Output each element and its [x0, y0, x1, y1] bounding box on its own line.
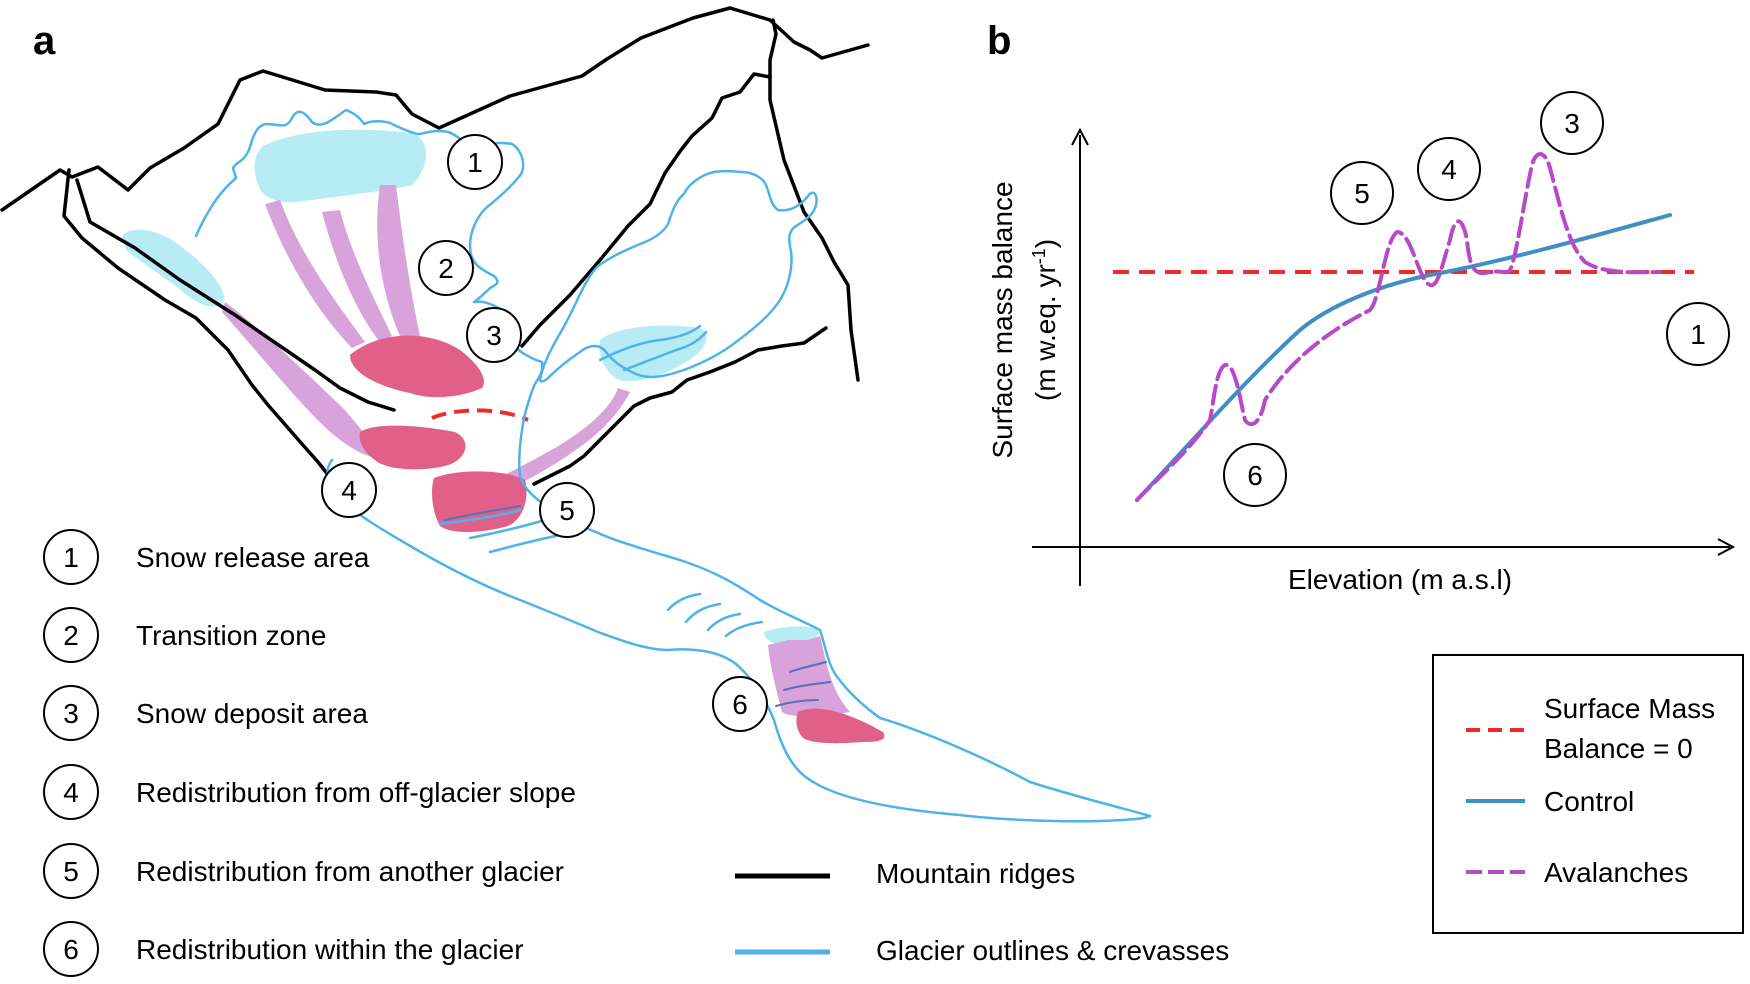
- legend-item-2-label: Transition zone: [136, 620, 326, 651]
- legend-item-2-num: 2: [63, 620, 79, 651]
- legend-ridges-label: Mountain ridges: [876, 858, 1075, 889]
- transition-zone-left: [222, 302, 380, 458]
- legend-item-6: 6 Redistribution within the glacier: [43, 921, 524, 977]
- legend-avalanches-label: Avalanches: [1544, 857, 1688, 888]
- x-axis-label: Elevation (m a.s.l): [1288, 564, 1512, 595]
- marker-b-4: 4: [1417, 137, 1481, 201]
- transition-zone-right: [495, 388, 630, 490]
- axes: [1032, 127, 1736, 586]
- avalanches-curve: [1135, 152, 1662, 502]
- marker-a-6: 6: [712, 676, 768, 732]
- legend-box: [1432, 654, 1744, 934]
- legend-item-2: 2 Transition zone: [43, 607, 326, 663]
- legend-item-1-label: Snow release area: [136, 542, 370, 573]
- y-axis-label-exponent: -1: [1029, 248, 1049, 264]
- legend-zero-label-line1: Surface Mass: [1544, 693, 1715, 724]
- glacier-outlines: [194, 108, 1152, 823]
- legend-ridges: Mountain ridges: [735, 858, 1075, 889]
- control-curve: [1135, 213, 1672, 502]
- release-area-left: [122, 229, 225, 307]
- marker-a-5-label: 5: [559, 495, 575, 526]
- marker-b-5: 5: [1330, 161, 1394, 225]
- marker-b-6-label: 6: [1247, 460, 1263, 491]
- panel-b-legend: Surface Mass Balance = 0 Control Avalanc…: [1432, 654, 1744, 934]
- marker-a-6-label: 6: [732, 689, 748, 720]
- legend-item-5-num: 5: [63, 856, 79, 887]
- transition-zone-lower: [768, 636, 850, 717]
- panel-b-letter: b: [987, 19, 1011, 63]
- marker-a-1-label: 1: [467, 147, 483, 178]
- legend-zero-label-line2: Balance = 0: [1544, 733, 1693, 764]
- y-axis-label-line1: Surface mass balance: [987, 181, 1018, 458]
- legend-item-5: 5 Redistribution from another glacier: [43, 843, 564, 899]
- marker-a-3-label: 3: [486, 320, 502, 351]
- panel-a-letter: a: [33, 19, 56, 63]
- marker-a-1: 1: [447, 134, 503, 190]
- marker-b-1-label: 1: [1690, 319, 1706, 350]
- legend-control-label: Control: [1544, 786, 1634, 817]
- marker-a-2: 2: [418, 240, 474, 296]
- deposit-area-left: [359, 425, 466, 470]
- release-area-main: [254, 129, 426, 203]
- release-area-right: [599, 325, 707, 382]
- deposit-area-lower: [796, 708, 885, 744]
- legend-item-6-num: 6: [63, 934, 79, 965]
- marker-a-5: 5: [539, 482, 595, 538]
- legend-glacier-label: Glacier outlines & crevasses: [876, 935, 1229, 966]
- deposit-area-main: [350, 335, 484, 398]
- legend-item-4-num: 4: [63, 777, 79, 808]
- marker-a-2-label: 2: [438, 253, 454, 284]
- marker-b-3-label: 3: [1564, 108, 1580, 139]
- legend-item-3-num: 3: [63, 698, 79, 729]
- x-axis-arrow: [1717, 538, 1736, 556]
- legend-item-3: 3 Snow deposit area: [43, 685, 368, 741]
- legend-item-1-num: 1: [63, 542, 79, 573]
- legend-item-5-label: Redistribution from another glacier: [136, 856, 564, 887]
- y-axis-label-unit: (m w.eq. yr: [1030, 264, 1061, 401]
- equilibrium-line: [431, 408, 529, 422]
- legend-item-4-label: Redistribution from off-glacier slope: [136, 777, 576, 808]
- marker-b-5-label: 5: [1354, 178, 1370, 209]
- marker-a-3: 3: [466, 307, 522, 363]
- marker-b-4-label: 4: [1441, 154, 1457, 185]
- crevasse-marks-dark: [444, 505, 831, 707]
- legend-glacier: Glacier outlines & crevasses: [735, 935, 1229, 966]
- legend-item-3-label: Snow deposit area: [136, 698, 368, 729]
- y-axis-arrow: [1071, 127, 1089, 146]
- mountain-ridges: [0, 6, 870, 486]
- y-axis-label-close: ): [1030, 239, 1061, 248]
- marker-b-6: 6: [1223, 443, 1287, 507]
- transition-zone-main: [265, 185, 420, 348]
- legend-item-1: 1 Snow release area: [43, 529, 370, 585]
- marker-b-1: 1: [1666, 302, 1730, 366]
- y-axis-label-line2: (m w.eq. yr-1): [1029, 239, 1061, 401]
- legend-item-6-label: Redistribution within the glacier: [136, 934, 524, 965]
- marker-b-3: 3: [1540, 91, 1604, 155]
- marker-a-4: 4: [321, 462, 377, 518]
- marker-a-4-label: 4: [341, 475, 357, 506]
- legend-item-4: 4 Redistribution from off-glacier slope: [43, 764, 576, 820]
